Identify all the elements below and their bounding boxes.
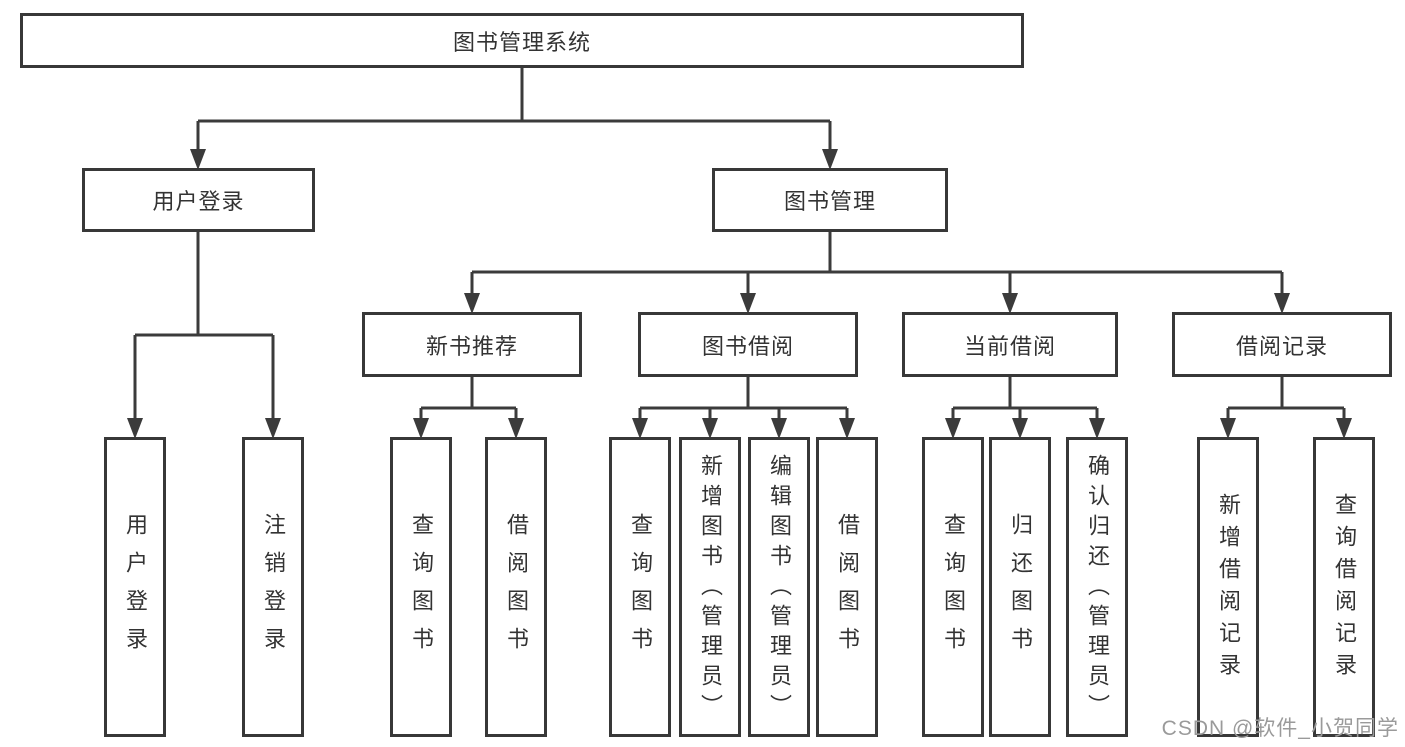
node-new-book-recommend: 新书推荐 [362,312,582,377]
leaf-recommend-query-books: 查询图书 [390,437,452,737]
leaf-borrow-query-books: 查询图书 [609,437,671,737]
leaf-edit-book-admin: 编辑图书（管理员） [748,437,810,737]
leaf-add-borrow-record: 新增借阅记录 [1197,437,1259,737]
leaf-borrow-books: 借阅图书 [816,437,878,737]
leaf-query-borrow-record: 查询借阅记录 [1313,437,1375,737]
node-book-management: 图书管理 [712,168,948,232]
leaf-add-book-admin: 新增图书（管理员） [679,437,741,737]
leaf-current-query-books: 查询图书 [922,437,984,737]
leaf-confirm-return-admin: 确认归还（管理员） [1066,437,1128,737]
leaf-recommend-borrow-books: 借阅图书 [485,437,547,737]
connector-lines [133,68,1346,424]
node-user-login: 用户登录 [82,168,315,232]
leaf-user-login: 用户登录 [104,437,166,737]
watermark: CSDN @软件_小贺同学 [1161,717,1399,740]
node-book-borrow: 图书借阅 [638,312,858,377]
leaf-return-books: 归还图书 [989,437,1051,737]
node-root-system: 图书管理系统 [20,13,1024,68]
node-current-borrow: 当前借阅 [902,312,1118,377]
node-borrow-records: 借阅记录 [1172,312,1392,377]
leaf-logout: 注销登录 [242,437,304,737]
